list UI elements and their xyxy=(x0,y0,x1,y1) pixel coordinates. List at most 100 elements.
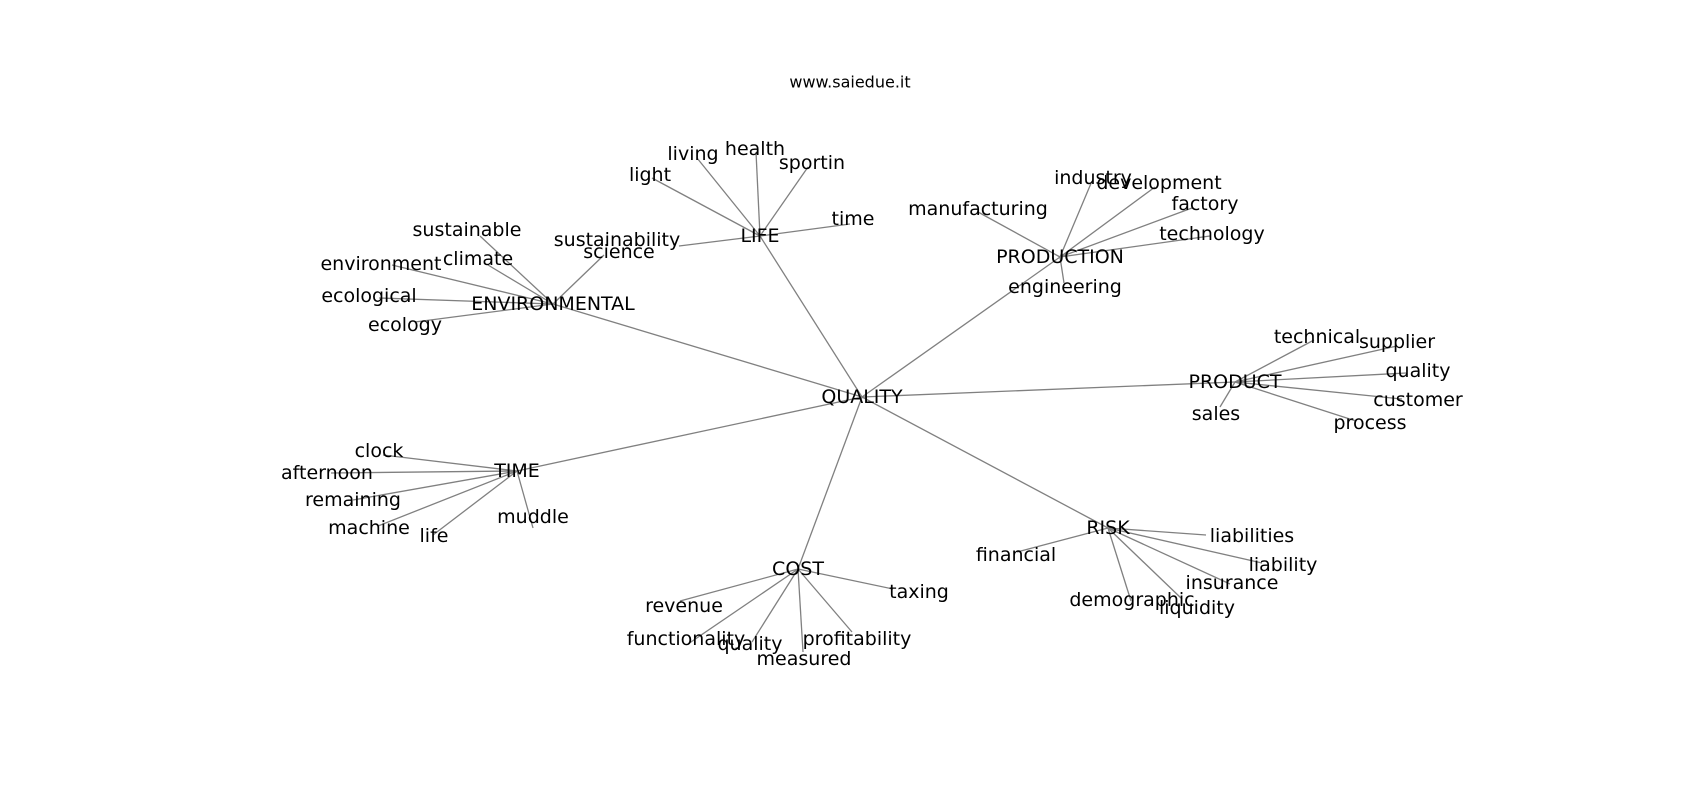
edge-cost-leaf xyxy=(797,568,853,633)
edge-root-risk xyxy=(861,396,1109,529)
edge-life-leaf xyxy=(755,151,761,237)
leaf-node-label: muddle xyxy=(497,506,569,528)
edge-environmental-leaf xyxy=(414,303,554,323)
edge-risk-leaf xyxy=(1107,527,1263,564)
edge-time-leaf xyxy=(382,454,518,472)
leaf-node-label: climate xyxy=(443,248,513,270)
leaf-node-label: development xyxy=(1096,172,1221,194)
hub-node-label-cost: COST xyxy=(772,558,824,580)
leaf-node-label: manufacturing xyxy=(908,198,1048,220)
edge-cost-leaf xyxy=(687,568,799,645)
edge-root-environmental xyxy=(552,303,863,398)
leaf-node-label: sales xyxy=(1192,403,1240,425)
leaf-node-label: functionality xyxy=(627,628,746,650)
leaf-node-label: demographic xyxy=(1069,589,1194,611)
edge-environmental-leaf xyxy=(391,264,554,305)
edge-layer xyxy=(330,151,1407,653)
leaf-node-label: remaining xyxy=(305,489,401,511)
leaf-node-label: ecological xyxy=(321,285,416,307)
leaf-node-label: process xyxy=(1333,412,1406,434)
leaf-node-label: engineering xyxy=(1008,276,1122,298)
edge-risk-leaf xyxy=(1107,527,1183,600)
edge-environmental-leaf xyxy=(552,254,605,305)
leaf-node-label: profitability xyxy=(803,628,912,650)
leaf-node-label: sportin xyxy=(779,152,845,174)
leaf-node-label: factory xyxy=(1172,193,1239,215)
leaf-node-label: financial xyxy=(976,544,1056,566)
leaf-node-label: environment xyxy=(320,253,441,275)
graph-title: www.saiedue.it xyxy=(789,73,910,92)
edge-root-time xyxy=(516,396,863,472)
hub-node-label-life: LIFE xyxy=(740,225,779,247)
leaf-node-label: revenue xyxy=(645,595,723,617)
edge-life-leaf xyxy=(696,157,761,237)
leaf-node-label: supplier xyxy=(1359,331,1435,353)
edge-life-leaf xyxy=(651,177,761,237)
root-node-label: QUALITY xyxy=(821,386,903,408)
leaf-node-label: industry xyxy=(1054,167,1132,189)
hub-node-label-product: PRODUCT xyxy=(1188,371,1281,393)
leaf-node-label: liability xyxy=(1249,554,1318,576)
edge-life-leaf xyxy=(678,235,761,247)
leaf-node-label: ecology xyxy=(368,314,442,336)
leaf-node-label: measured xyxy=(757,648,852,670)
edge-environmental-leaf xyxy=(479,235,554,305)
leaf-node-label: living xyxy=(667,143,718,165)
edge-risk-leaf xyxy=(1107,527,1207,536)
edge-risk-leaf xyxy=(1107,527,1231,585)
edge-production-leaf xyxy=(1059,207,1193,258)
edge-production-leaf xyxy=(1059,256,1065,284)
leaf-node-label: time xyxy=(832,208,875,230)
edge-time-leaf xyxy=(330,470,518,474)
leaf-node-label: insurance xyxy=(1186,572,1279,594)
edge-cost-leaf xyxy=(751,568,799,643)
edge-root-cost xyxy=(797,396,863,570)
hub-node-label-production: PRODUCTION xyxy=(996,246,1124,268)
edge-cost-leaf xyxy=(679,568,799,602)
edge-production-leaf xyxy=(1059,235,1211,258)
leaf-node-label: technology xyxy=(1159,223,1265,245)
leaf-node-label: science xyxy=(583,241,655,263)
edge-root-life xyxy=(759,235,863,398)
leaf-node-label: light xyxy=(629,164,671,186)
hub-node-label-environmental: ENVIRONMENTAL xyxy=(471,293,635,315)
edge-life-leaf xyxy=(759,166,809,237)
hub-node-label-risk: RISK xyxy=(1086,517,1130,539)
edge-product-leaf xyxy=(1234,345,1398,383)
leaf-node-label: life xyxy=(420,525,449,547)
leaf-node-label: quality xyxy=(1386,360,1451,382)
leaf-node-label: afternoon xyxy=(281,462,373,484)
edge-production-leaf xyxy=(977,211,1061,258)
leaf-node-label: sustainability xyxy=(554,229,681,251)
edge-cost-leaf xyxy=(797,568,804,653)
leaf-node-label: technical xyxy=(1274,326,1360,348)
leaf-node-label: liquidity xyxy=(1159,597,1235,619)
edge-production-leaf xyxy=(1059,186,1156,258)
edge-root-production xyxy=(861,256,1061,398)
edge-product-leaf xyxy=(1234,372,1407,383)
edge-environmental-leaf xyxy=(487,264,554,305)
edge-time-leaf xyxy=(432,470,518,536)
label-layer: QUALITY ENVIRONMENTAL sustainable environme… xyxy=(281,138,1463,670)
edge-time-leaf xyxy=(377,470,518,527)
edge-environmental-leaf xyxy=(378,297,554,305)
leaf-node-label: machine xyxy=(328,517,410,539)
leaf-node-label: customer xyxy=(1373,389,1463,411)
leaf-node-label: health xyxy=(725,138,785,160)
edge-product-leaf xyxy=(1234,381,1357,422)
leaf-node-label: liabilities xyxy=(1210,525,1294,547)
hub-node-label-time: TIME xyxy=(493,460,540,482)
edge-product-leaf xyxy=(1219,381,1236,408)
edge-time-leaf xyxy=(352,470,518,501)
edge-product-leaf xyxy=(1234,381,1403,400)
leaf-node-label: quality xyxy=(718,633,783,655)
edge-product-leaf xyxy=(1234,339,1315,383)
leaf-node-label: sustainable xyxy=(413,219,522,241)
edge-risk-leaf xyxy=(1107,527,1132,602)
edge-production-leaf xyxy=(1059,180,1093,258)
edge-life-leaf xyxy=(759,223,851,237)
leaf-node-label: taxing xyxy=(889,581,949,603)
edge-cost-leaf xyxy=(797,568,894,590)
edge-risk-leaf xyxy=(1016,527,1109,553)
